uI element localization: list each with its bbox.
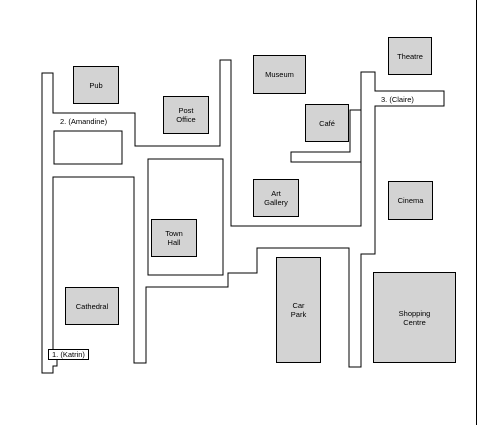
building-theatre[interactable]: Theatre [388, 37, 432, 75]
building-cafe[interactable]: Café [305, 104, 349, 142]
road-outline-west [41, 59, 445, 374]
building-post-office[interactable]: Post Office [163, 96, 209, 134]
person-label-amandine: 2. (Amandine) [60, 117, 108, 126]
building-town-hall[interactable]: Town Hall [151, 219, 197, 257]
building-cathedral[interactable]: Cathedral [65, 287, 119, 325]
building-cinema[interactable]: Cinema [388, 181, 433, 220]
page-border [476, 0, 477, 425]
block-amandine [53, 130, 123, 165]
building-car-park[interactable]: Car Park [276, 257, 321, 363]
person-label-katrin: 1. (Katrin) [48, 349, 89, 360]
road-outline-cafe-loop [290, 109, 362, 163]
block-town-hall [147, 158, 224, 276]
building-pub[interactable]: Pub [73, 66, 119, 104]
building-museum[interactable]: Museum [253, 55, 306, 94]
building-art-gallery[interactable]: Art Gallery [253, 179, 299, 217]
person-label-claire: 3. (Claire) [381, 95, 414, 104]
building-shopping-centre[interactable]: Shopping Centre [373, 272, 456, 363]
